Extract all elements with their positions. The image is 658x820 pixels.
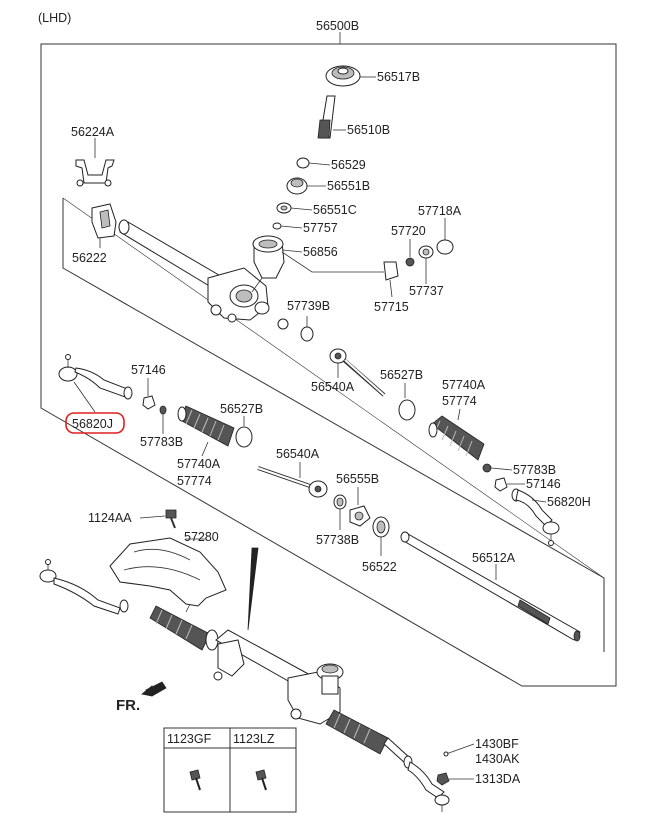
- assembled-gear: [39, 559, 450, 812]
- label-56222: 56222: [72, 251, 107, 265]
- ring-56551C: [276, 202, 292, 214]
- label-1430AK: 1430AK: [475, 752, 520, 766]
- label-56522: 56522: [362, 560, 397, 574]
- label-57783B-left: 57783B: [140, 435, 183, 449]
- fr-label: FR.: [116, 697, 140, 714]
- label-57783B-right: 57783B: [513, 463, 556, 477]
- label-57718A: 57718A: [418, 204, 462, 218]
- variant-label: (LHD): [38, 11, 71, 25]
- spring-57720: [405, 257, 415, 267]
- label-57720: 57720: [391, 224, 426, 238]
- label-56500B: 56500B: [316, 19, 359, 33]
- label-57739B: 57739B: [287, 299, 330, 313]
- clamp-56527B-right: [398, 399, 416, 421]
- yoke-plug-57718A: [436, 239, 454, 255]
- clip-57783B-left: [159, 405, 167, 415]
- label-56820J: 56820J: [72, 417, 113, 431]
- label-56820H: 56820H: [547, 495, 591, 509]
- table-col-1123GF: 1123GF: [167, 732, 212, 746]
- bolt-1123LZ-icon: [255, 769, 267, 791]
- pinion-shaft-56510B: [317, 95, 336, 139]
- label-57774-left: 57774: [177, 474, 212, 488]
- label-56551B: 56551B: [327, 179, 370, 193]
- pinion-cap-56517B: [325, 65, 361, 87]
- fastener-table: 1123GF 1123LZ: [163, 727, 297, 813]
- washer-57739B: [300, 326, 314, 342]
- label-56510B: 56510B: [347, 123, 390, 137]
- yoke-57737: [418, 245, 434, 259]
- label-57774-right: 57774: [442, 394, 477, 408]
- bellows-57740A-left: [177, 405, 235, 447]
- seal-56522: [372, 516, 390, 538]
- bolt-1124AA: [165, 509, 177, 529]
- inner-tie-rod-56540A-top: [329, 348, 386, 397]
- inner-tie-rod-56540A-bottom: [257, 466, 328, 498]
- snap-ring-57739B-left: [277, 318, 289, 330]
- bearing-56551B: [286, 177, 308, 195]
- label-56856: 56856: [303, 245, 338, 259]
- label-56540A-bottom: 56540A: [276, 447, 320, 461]
- heat-shield-57280: [109, 537, 227, 613]
- label-56540A-top: 56540A: [311, 380, 355, 394]
- label-1124AA: 1124AA: [88, 511, 132, 525]
- nut-1313DA: [436, 772, 450, 786]
- label-57740A-left: 57740A: [177, 457, 221, 471]
- nut-57146-left: [142, 395, 156, 410]
- label-57280: 57280: [184, 530, 219, 544]
- clamp-bracket-56224A: [75, 159, 115, 187]
- highlight-56820J: [65, 412, 125, 434]
- tie-rod-end-56820H: [511, 488, 560, 546]
- direction-wedge: [247, 547, 259, 631]
- housing-56856: [251, 235, 285, 293]
- label-57740A-right: 57740A: [442, 378, 486, 392]
- clamp-56527B-left: [235, 426, 253, 448]
- label-57146-right: 57146: [526, 477, 561, 491]
- label-57757: 57757: [303, 221, 338, 235]
- bush-56222: [91, 203, 117, 239]
- ring-57738B: [333, 494, 347, 510]
- bellows-57740A-right: [428, 415, 485, 461]
- label-56527B-right: 56527B: [380, 368, 423, 382]
- rack-bar-56512A: [400, 531, 581, 642]
- bolt-1123GF-icon: [189, 769, 201, 791]
- label-56224A: 56224A: [71, 125, 115, 139]
- label-57738B: 57738B: [316, 533, 359, 547]
- label-1313DA: 1313DA: [475, 772, 521, 786]
- label-57146-left: 57146: [131, 363, 166, 377]
- label-56517B: 56517B: [377, 70, 420, 84]
- label-56555B: 56555B: [336, 472, 379, 486]
- tie-rod-end-56820J: [58, 354, 133, 400]
- label-57737: 57737: [409, 284, 444, 298]
- seal-56529: [296, 157, 310, 169]
- nut-57146-right: [494, 477, 508, 492]
- nut-56555B: [349, 505, 371, 527]
- assembly-frame: [40, 43, 617, 687]
- rack-housing: [118, 219, 270, 323]
- label-1430BF: 1430BF: [475, 737, 519, 751]
- label-56551C: 56551C: [313, 203, 357, 217]
- label-56512A: 56512A: [472, 551, 516, 565]
- plug-57715: [383, 261, 399, 281]
- label-56527B-left: 56527B: [220, 402, 263, 416]
- table-col-1123LZ: 1123LZ: [233, 732, 275, 746]
- label-57715: 57715: [374, 300, 409, 314]
- label-56529: 56529: [331, 158, 366, 172]
- oring-57757: [272, 222, 282, 230]
- clip-57783B-right: [482, 463, 492, 473]
